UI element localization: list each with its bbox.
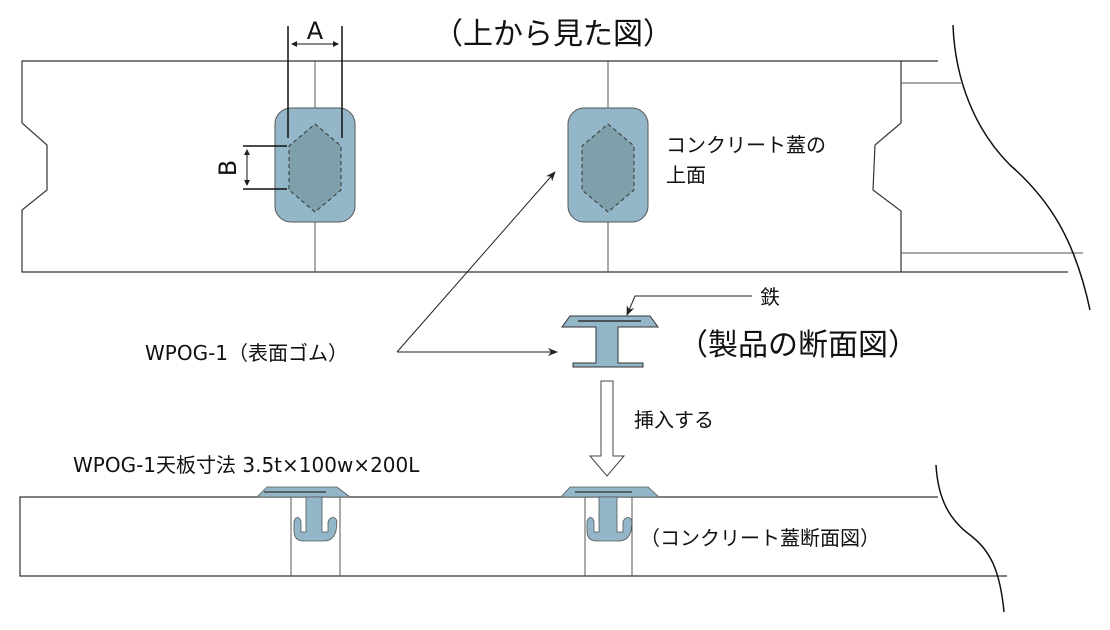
- concrete-lid-top-label-line1: コンクリート蓋の: [666, 133, 826, 157]
- lid-section-outline: [19, 496, 1007, 577]
- hexagon-inner: [288, 123, 342, 213]
- iron-label: 鉄: [760, 285, 780, 309]
- dimension-a-label: A: [307, 17, 324, 45]
- dimension-b: B: [214, 145, 287, 190]
- lid-section: WPOG-1天板寸法 3.5t×100w×200L （コンクリート蓋断面図）: [19, 453, 1007, 613]
- insert-label: 挿入する: [634, 408, 714, 432]
- product-label: WPOG-1（表面ゴム）: [145, 341, 348, 365]
- rubber-pad-top-2: [567, 107, 649, 223]
- lid-outline-left: [21, 60, 1068, 273]
- product-section: WPOG-1（表面ゴム） 鉄 （製品の断面図） 挿入する: [145, 171, 918, 477]
- product-section-title: （製品の断面図）: [678, 328, 918, 363]
- dimension-b-label: B: [214, 160, 242, 176]
- break-line-bottom: [935, 464, 1005, 613]
- dimension-a: A: [287, 17, 343, 138]
- leader-to-top-view: [396, 171, 556, 353]
- iron-leader: [626, 295, 752, 316]
- hexagon-inner: [581, 123, 635, 213]
- rubber-pad-top-1: [274, 107, 356, 223]
- lid-section-title: （コンクリート蓋断面図）: [640, 526, 880, 550]
- insert-arrow-icon: [588, 380, 626, 477]
- top-view: A B （上から見た図） コンクリート蓋の 上面: [21, 17, 1091, 311]
- concrete-lid-top-label-line2: 上面: [666, 163, 706, 187]
- installed-product-1: [256, 486, 352, 542]
- top-plate-dimensions: WPOG-1天板寸法 3.5t×100w×200L: [73, 453, 420, 477]
- installed-product-2: [560, 486, 661, 542]
- lid-notch-right: [872, 61, 902, 272]
- break-line-top: [952, 24, 1091, 311]
- product-cross-section: [561, 315, 659, 368]
- top-view-title: （上から見た図）: [433, 17, 673, 52]
